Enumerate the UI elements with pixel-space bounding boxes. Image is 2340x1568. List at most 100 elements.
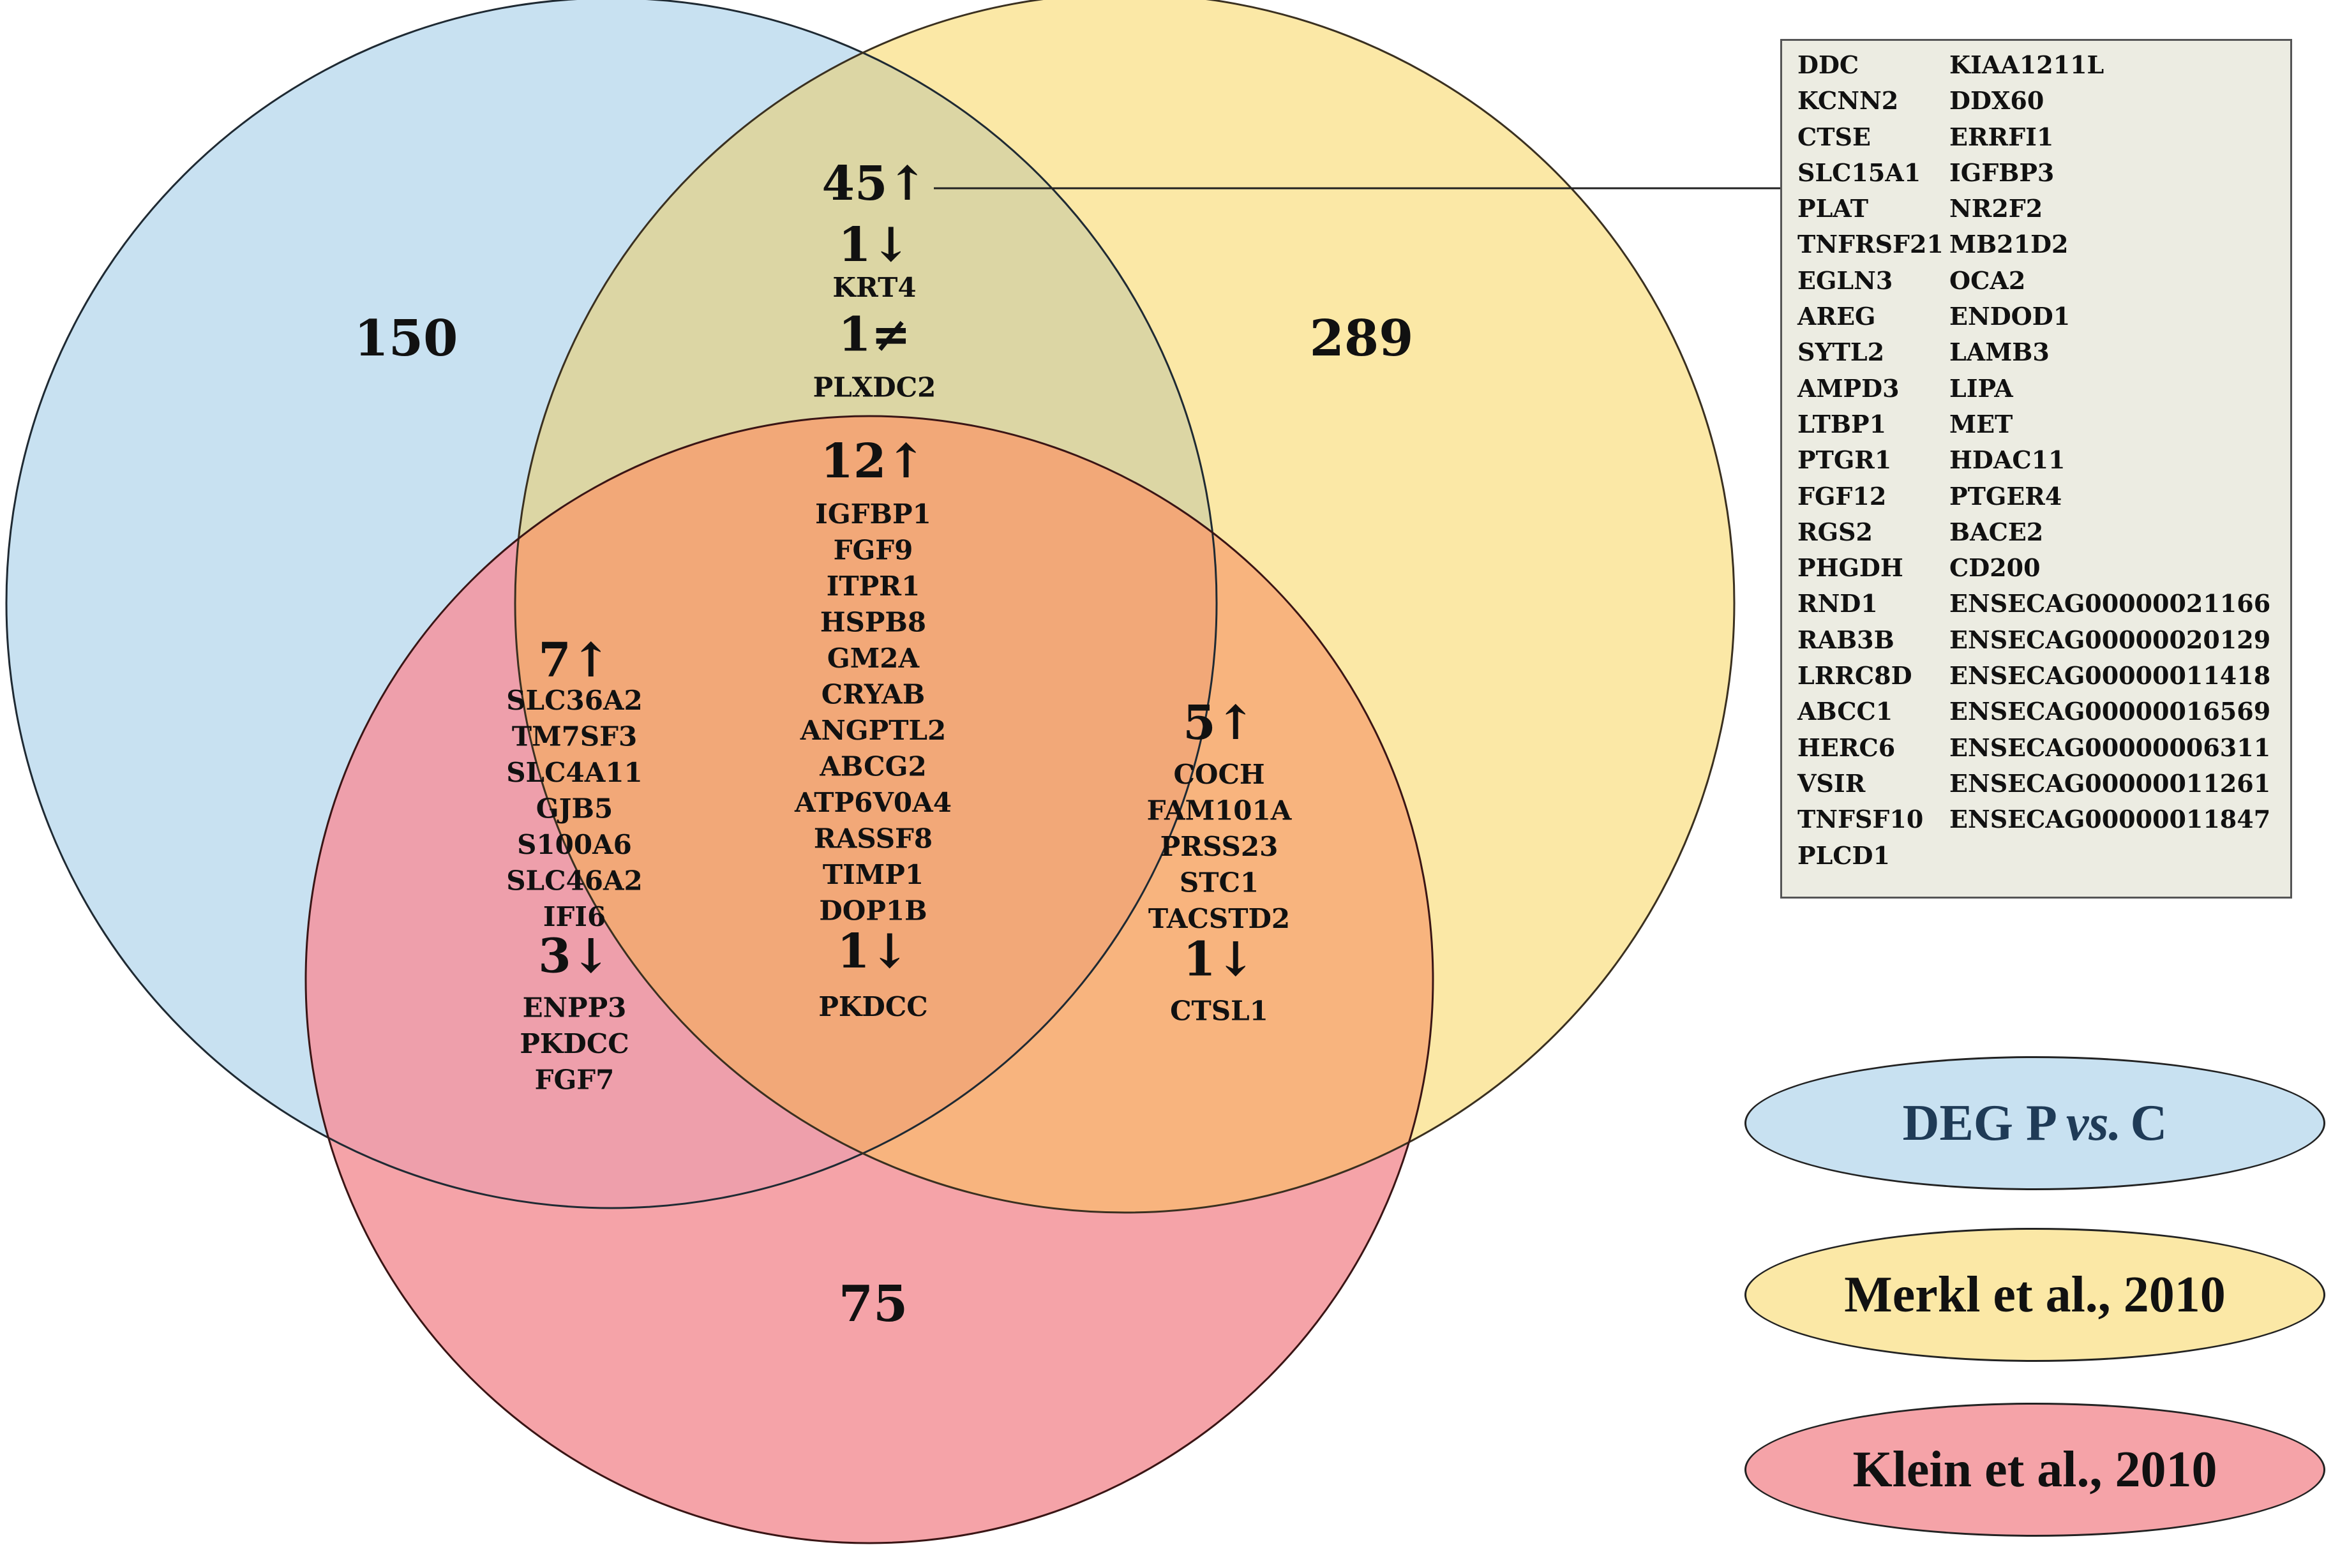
- gene-label: ATP6V0A4: [794, 787, 952, 818]
- legend-deg-prefix: DEG P: [1902, 1094, 2057, 1151]
- gene-label: COCH: [1173, 759, 1264, 790]
- gene-label: FAM101A: [1147, 795, 1293, 826]
- gene-list-item: RAB3B: [1797, 625, 1894, 654]
- gene-list-item: RND1: [1797, 589, 1878, 618]
- gene-label: SLC4A11: [506, 757, 643, 788]
- gene-label: CRYAB: [821, 679, 925, 710]
- gene-label: HSPB8: [820, 607, 926, 638]
- count-diff: 1≠: [838, 308, 911, 362]
- outline-klein: [304, 415, 1434, 1544]
- gene-list-item: ENDOD1: [1949, 302, 2071, 331]
- gene-label: FGF9: [834, 535, 913, 566]
- gene-list-item: ABCC1: [1797, 697, 1893, 726]
- gene-label: ITPR1: [827, 571, 920, 602]
- gene-list-item: BACE2: [1949, 517, 2044, 546]
- gene-list-item: OCA2: [1949, 265, 2026, 295]
- count-down: 1↓: [837, 924, 910, 979]
- gene-label: KRT4: [832, 272, 916, 303]
- legend-deg-suffix: C: [2130, 1094, 2168, 1151]
- region-deg-merkl: 45↑ 1↓KRT4 1≠ PLXDC2: [813, 156, 936, 403]
- count-up: 45↑: [822, 156, 927, 211]
- gene-list-item: PHGDH: [1797, 553, 1903, 583]
- gene-list-item: LAMB3: [1949, 338, 2050, 367]
- legend-merkl: Merkl et al., 2010: [1744, 1228, 2325, 1362]
- count-deg-only: 150: [354, 310, 458, 368]
- count-up: 7↑: [538, 633, 611, 688]
- count-down: 3↓: [538, 929, 611, 984]
- gene-label: FGF7: [535, 1064, 615, 1096]
- gene-list-item: ENSECAG00000016569: [1949, 697, 2271, 726]
- gene-list-item: SLC15A1: [1797, 158, 1921, 187]
- gene-list-item: CD200: [1949, 553, 2041, 583]
- gene-label: RASSF8: [814, 823, 933, 855]
- gene-list-item: LRRC8D: [1797, 661, 1912, 691]
- gene-list-item: LTBP1: [1797, 409, 1887, 438]
- count-klein-only: 75: [839, 1275, 908, 1333]
- gene-label: TIMP1: [823, 859, 924, 890]
- gene-list-item: KCNN2: [1797, 86, 1899, 116]
- gene-label: PKDCC: [520, 1028, 629, 1059]
- gene-list-item: IGFBP3: [1949, 158, 2055, 187]
- gene-list-item: HDAC11: [1949, 445, 2066, 475]
- gene-label: S100A6: [517, 829, 632, 860]
- legend-merkl-label: Merkl et al., 2010: [1844, 1266, 2226, 1323]
- gene-label: GJB5: [536, 793, 613, 825]
- gene-list-item: EGLN3: [1797, 265, 1893, 295]
- gene-label: ANGPTL2: [800, 715, 946, 746]
- gene-label: TM7SF3: [512, 721, 637, 752]
- legend-deg-vs: vs.: [2066, 1094, 2122, 1151]
- gene-list-item: AMPD3: [1797, 373, 1900, 403]
- gene-list-item: ENSECAG00000011418: [1949, 661, 2271, 691]
- outline-deg: [5, 0, 1218, 1209]
- outline-merkl: [514, 0, 1736, 1214]
- gene-list-item: FGF12: [1797, 481, 1887, 511]
- count-up: 12↑: [821, 434, 926, 489]
- gene-label: ABCG2: [819, 751, 926, 782]
- gene-list-item: ENSECAG00000006311: [1949, 733, 2271, 762]
- gene-list-item: ENSECAG00000021166: [1949, 589, 2271, 618]
- gene-list-item: PTGR1: [1797, 445, 1892, 475]
- gene-list-item: VSIR: [1797, 768, 1866, 798]
- gene-label: DOP1B: [819, 895, 927, 927]
- gene-list-item: ENSECAG00000011261: [1949, 768, 2271, 798]
- gene-list-item: MB21D2: [1949, 230, 2069, 259]
- gene-label: IFI6: [543, 901, 606, 932]
- gene-list-item: RGS2: [1797, 517, 1873, 546]
- gene-label: TACSTD2: [1148, 903, 1290, 934]
- count-up: 5↑: [1183, 696, 1256, 750]
- gene-list-item: LIPA: [1949, 373, 2013, 403]
- gene-list-item: PLCD1: [1797, 840, 1890, 870]
- gene-label: SLC36A2: [506, 685, 643, 716]
- gene-label: PKDCC: [818, 991, 927, 1022]
- count-down: 1↓: [1183, 932, 1256, 987]
- gene-label: GM2A: [827, 643, 920, 674]
- gene-list-item: PLAT: [1797, 194, 1868, 223]
- gene-label: CTSL1: [1170, 996, 1268, 1027]
- gene-label: PRSS23: [1160, 831, 1279, 862]
- gene-list-item: MET: [1949, 409, 2013, 438]
- gene-label: IGFBP1: [815, 498, 931, 530]
- gene-label: STC1: [1180, 867, 1259, 899]
- count-merkl-only: 289: [1310, 310, 1414, 368]
- gene-list-item: PTGER4: [1949, 481, 2062, 511]
- gene-list-item: CTSE: [1797, 122, 1871, 151]
- legend-klein-label: Klein et al., 2010: [1852, 1441, 2217, 1498]
- gene-label: PLXDC2: [813, 372, 936, 403]
- overlap-all: [515, 416, 1217, 1208]
- gene-list-item: DDC: [1797, 50, 1859, 79]
- gene-list-item: KIAA1211L: [1949, 50, 2104, 79]
- gene-list-item: SYTL2: [1797, 338, 1885, 367]
- region-deg-klein: 7↑SLC36A2TM7SF3SLC4A11GJB5S100A6SLC46A2I…: [506, 633, 643, 1096]
- gene-list-item: AREG: [1797, 302, 1876, 331]
- gene-list-item: HERC6: [1797, 733, 1896, 762]
- legend-klein: Klein et al., 2010: [1744, 1403, 2325, 1537]
- count-down: 1↓: [838, 218, 911, 273]
- gene-list-item: DDX60: [1949, 86, 2044, 116]
- gene-list-item: ENSECAG00000020129: [1949, 625, 2271, 654]
